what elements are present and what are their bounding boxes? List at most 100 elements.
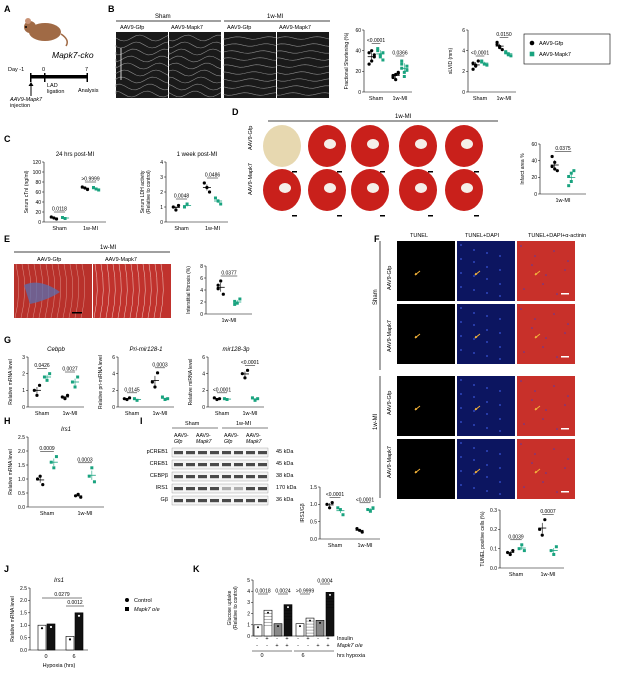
y-tick-label: 60 (35, 190, 41, 196)
y-tick-label: 6 (462, 28, 465, 34)
data-point-gfp (543, 518, 547, 522)
chart-title: mir128-3p (222, 347, 250, 353)
x-axis-label: Hypoxia (hrs) (43, 663, 76, 669)
nucleus (542, 283, 544, 285)
data-point-mapk7 (504, 50, 508, 54)
nucleus (486, 401, 488, 403)
y-axis-label: Relative pri-miRNA level (98, 355, 104, 409)
wb-band (210, 475, 219, 479)
y-tick-label: 20 (35, 210, 41, 216)
data-point-mapk7 (522, 549, 526, 553)
k-sign: + (275, 643, 278, 649)
wb-band-kda: 45 kDa (276, 461, 294, 467)
data-point-mapk7 (485, 63, 489, 67)
k-sign: + (306, 636, 309, 642)
echo-lane-1: AAV9-Gfp (120, 25, 144, 31)
y-tick-label: 0.5 (20, 635, 27, 641)
x-category-label: 1w-MI (153, 411, 168, 417)
wb-band (246, 487, 255, 491)
nucleus (534, 390, 536, 392)
y-tick-label: 60 (355, 28, 361, 34)
chart-title: 1 week post-MI (177, 152, 218, 158)
scale-bar (337, 171, 342, 173)
wb-band (186, 487, 195, 491)
y-tick-label: 40 (35, 200, 41, 206)
wb-strip (171, 483, 269, 494)
nucleus (473, 447, 475, 449)
nucleus (567, 323, 569, 325)
nucleus (473, 289, 475, 291)
wb-band (174, 487, 183, 491)
nucleus (486, 464, 488, 466)
micro-tile (517, 241, 575, 301)
k-sign: + (316, 643, 319, 649)
bar-glucose (315, 620, 325, 637)
data-point-mapk7 (54, 455, 58, 459)
wb-band (222, 475, 231, 479)
nucleus (460, 307, 462, 309)
p-value: 0.0377 (221, 271, 237, 277)
echo-group-mi: 1w-MI (267, 14, 284, 20)
nucleus (499, 493, 501, 495)
y-tick-label: 1.5 (20, 611, 27, 617)
mouse-icon (24, 18, 68, 47)
nucleus (567, 260, 569, 262)
p-value: 0.0279 (54, 592, 70, 598)
y-tick-label: 2 (112, 388, 115, 394)
wb-band (198, 451, 207, 455)
p-value: 0.0366 (392, 51, 408, 57)
echo-trace (223, 85, 277, 89)
y-tick-label: 0 (247, 634, 250, 640)
nucleus (499, 269, 501, 271)
y-tick-label: 0.0 (18, 505, 25, 511)
scale-bar (474, 215, 479, 217)
nucleus (564, 269, 566, 271)
data-point-mapk7 (76, 375, 80, 379)
histology-fiber (117, 263, 122, 319)
f-group-sham: Sham (373, 289, 379, 305)
histology-mapk7 (93, 264, 171, 318)
data-point-mapk7 (400, 59, 404, 63)
wb-strip (171, 447, 269, 458)
nucleus (486, 427, 488, 429)
y-axis-label: (Relative to control) (146, 170, 152, 214)
panel-letter-b: B (108, 4, 115, 14)
nucleus (473, 249, 475, 251)
data-point (309, 619, 311, 622)
y-tick-label: 6 (202, 355, 205, 361)
data-point-gfp (38, 474, 42, 478)
data-point-gfp (243, 376, 247, 380)
tunel-arrow (534, 270, 541, 276)
day-label-0: 0 (42, 67, 45, 73)
echo-trace (223, 64, 277, 68)
data-point-gfp (476, 59, 480, 63)
y-tick-label: 2 (247, 611, 250, 617)
bar-glucose (273, 623, 283, 637)
nucleus (473, 384, 475, 386)
i-group-mi: 1w-MI (236, 421, 251, 427)
d-row-mapk7: AAV9-Mapk7 (248, 163, 254, 195)
data-point-gfp (63, 397, 67, 401)
y-tick-label: 5 (247, 578, 250, 584)
data-point-gfp (216, 283, 220, 287)
data-point-gfp (221, 292, 225, 296)
data-point-mapk7 (567, 175, 571, 178)
wb-lane-label: AAV9- (174, 433, 189, 439)
p-value: 0.0150 (496, 32, 512, 38)
data-point-gfp (330, 501, 334, 505)
nucleus (460, 286, 462, 288)
tunel-arrow (414, 333, 421, 339)
nucleus (534, 453, 536, 455)
panel-letter-j: J (4, 564, 9, 574)
wb-band (234, 451, 243, 455)
k-sign: + (265, 636, 268, 642)
echo-trace (115, 41, 169, 49)
y-tick-label: 3 (247, 600, 250, 606)
x-category-label: 1w-MI (393, 96, 408, 102)
e-col-mapk7: AAV9-Mapk7 (105, 257, 137, 263)
data-point (329, 593, 331, 596)
y-tick-label: 60 (531, 142, 537, 148)
nucleus (542, 346, 544, 348)
